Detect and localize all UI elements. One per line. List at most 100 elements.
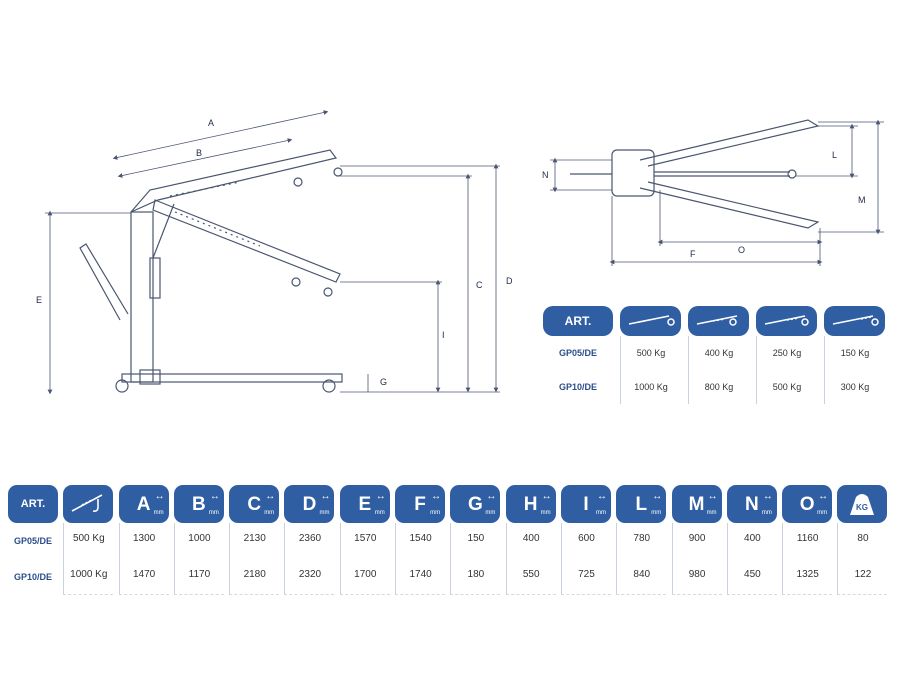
dimension-header-d: D↔ mm [284, 485, 335, 523]
top-view-crane [570, 119, 820, 229]
capacity-value: 1000 Kg [63, 559, 114, 595]
unit-label: mm [706, 510, 717, 516]
unit-label: mm [430, 510, 441, 516]
dimension-value-m: 980 [671, 559, 722, 595]
dimension-value-b: 1000 [173, 523, 224, 559]
model-label: GP05/DE [13, 536, 53, 546]
dimension-value-e: 1700 [339, 559, 390, 595]
model-label: GP10/DE [558, 382, 598, 392]
side-view-labels: A B C D E G I [36, 118, 513, 387]
side-view-dimensions [45, 110, 500, 395]
weight-icon: KG [837, 485, 888, 523]
hook-capacity-icon [63, 485, 114, 523]
double-arrow-icon: ↔ [652, 491, 663, 502]
dimension-header-m: M↔ mm [671, 485, 722, 523]
dimension-value-o: 1325 [782, 559, 833, 595]
load-value: 150 Kg [824, 336, 885, 370]
unit-label: mm [319, 510, 330, 516]
dimension-header-g: G↔mm [450, 485, 501, 523]
dim-label-l: L [832, 150, 837, 160]
dim-label-o: O [738, 245, 745, 255]
dim-label-m: M [858, 195, 866, 205]
model-label: GP10/DE [13, 572, 53, 582]
unit-label: mm [595, 510, 606, 516]
dimension-value-g: 180 [450, 559, 501, 595]
unit-label: mm [485, 510, 496, 516]
double-arrow-icon: ↔ [375, 491, 386, 502]
double-arrow-icon: ↔ [707, 491, 718, 502]
top-view-dimensions [550, 119, 884, 266]
boom-position-2-icon [688, 306, 749, 336]
dimension-value-l: 840 [616, 559, 667, 595]
dimension-letter: F [414, 493, 426, 515]
dim-label-d: D [506, 276, 513, 286]
unit-label: mm [374, 510, 385, 516]
dimension-header-b: B↔ mm [173, 485, 224, 523]
dimension-letter: O [799, 493, 815, 515]
load-value: 500 Kg [620, 336, 681, 370]
dimension-header-n: N↔mm [726, 485, 777, 523]
unit-label: mm [540, 510, 551, 516]
dimension-header-o: O↔mm [782, 485, 833, 523]
weight-value: 80 [837, 523, 887, 559]
load-value: 400 Kg [688, 336, 749, 370]
double-arrow-icon: ↔ [486, 491, 497, 502]
weight-value: 122 [837, 559, 888, 595]
svg-text:KG: KG [856, 503, 868, 512]
unit-label: mm [817, 510, 828, 516]
load-value: 500 Kg [756, 370, 817, 404]
double-arrow-icon: ↔ [320, 491, 331, 502]
dimension-value-e: 1570 [339, 523, 390, 559]
double-arrow-icon: ↔ [596, 491, 607, 502]
load-table-art-header: ART. [543, 306, 613, 336]
side-view-crane [79, 149, 343, 393]
load-value: 250 Kg [756, 336, 817, 370]
technical-drawing: A B C D E G I [36, 110, 884, 395]
dim-label-i: I [442, 330, 445, 340]
dimension-value-i: 725 [560, 559, 611, 595]
dimension-value-i: 600 [560, 523, 611, 559]
dimension-letter: N [744, 493, 759, 515]
dimension-header-a: A↔mm [118, 485, 169, 523]
dimension-value-h: 400 [505, 523, 556, 559]
boom-position-1-icon [620, 306, 681, 336]
boom-position-4-icon [824, 306, 885, 336]
dimension-value-o: 1160 [782, 523, 832, 559]
dimension-value-f: 1740 [395, 559, 446, 595]
dim-label-e: E [36, 295, 42, 305]
dimension-letter: H [523, 493, 538, 515]
dimension-letter: L [635, 493, 648, 515]
double-arrow-icon: ↔ [431, 491, 442, 502]
dim-label-b: B [196, 148, 202, 158]
dimension-value-d: 2320 [284, 559, 335, 595]
dimension-value-n: 450 [726, 559, 777, 595]
load-value: 300 Kg [824, 370, 885, 404]
load-table-row: GP05/DE 500 Kg 400 Kg 250 Kg 150 Kg [543, 336, 888, 370]
double-arrow-icon: ↔ [209, 491, 220, 502]
dimension-value-c: 2180 [229, 559, 280, 595]
unit-label: mm [264, 510, 275, 516]
dimension-letter: B [192, 493, 206, 515]
dimension-value-f: 1540 [395, 523, 445, 559]
dimension-letter: D [302, 493, 317, 515]
load-table-header: ART. [543, 306, 888, 336]
load-value: 1000 Kg [620, 370, 681, 404]
dimension-value-b: 1170 [173, 559, 224, 595]
unit-label: mm [208, 510, 219, 516]
dimension-value-a: 1300 [118, 523, 169, 559]
dimension-header-h: H↔mm [505, 485, 556, 523]
dimension-value-c: 2130 [229, 523, 279, 559]
dimension-header-i: I ↔ mm [560, 485, 611, 523]
dimension-letter: I [583, 493, 589, 515]
dimension-letter: E [358, 493, 372, 515]
dim-label-c: C [476, 280, 483, 290]
load-capacity-table: ART. GP05/DE 500 Kg 400 Kg 250 Kg 150 Kg… [543, 306, 888, 404]
dimension-letter: C [247, 493, 262, 515]
unit-label: mm [153, 510, 164, 516]
dimension-letter: M [688, 493, 705, 515]
spec-table-art-header: ART. [8, 485, 58, 523]
dim-label-a: A [208, 118, 214, 128]
